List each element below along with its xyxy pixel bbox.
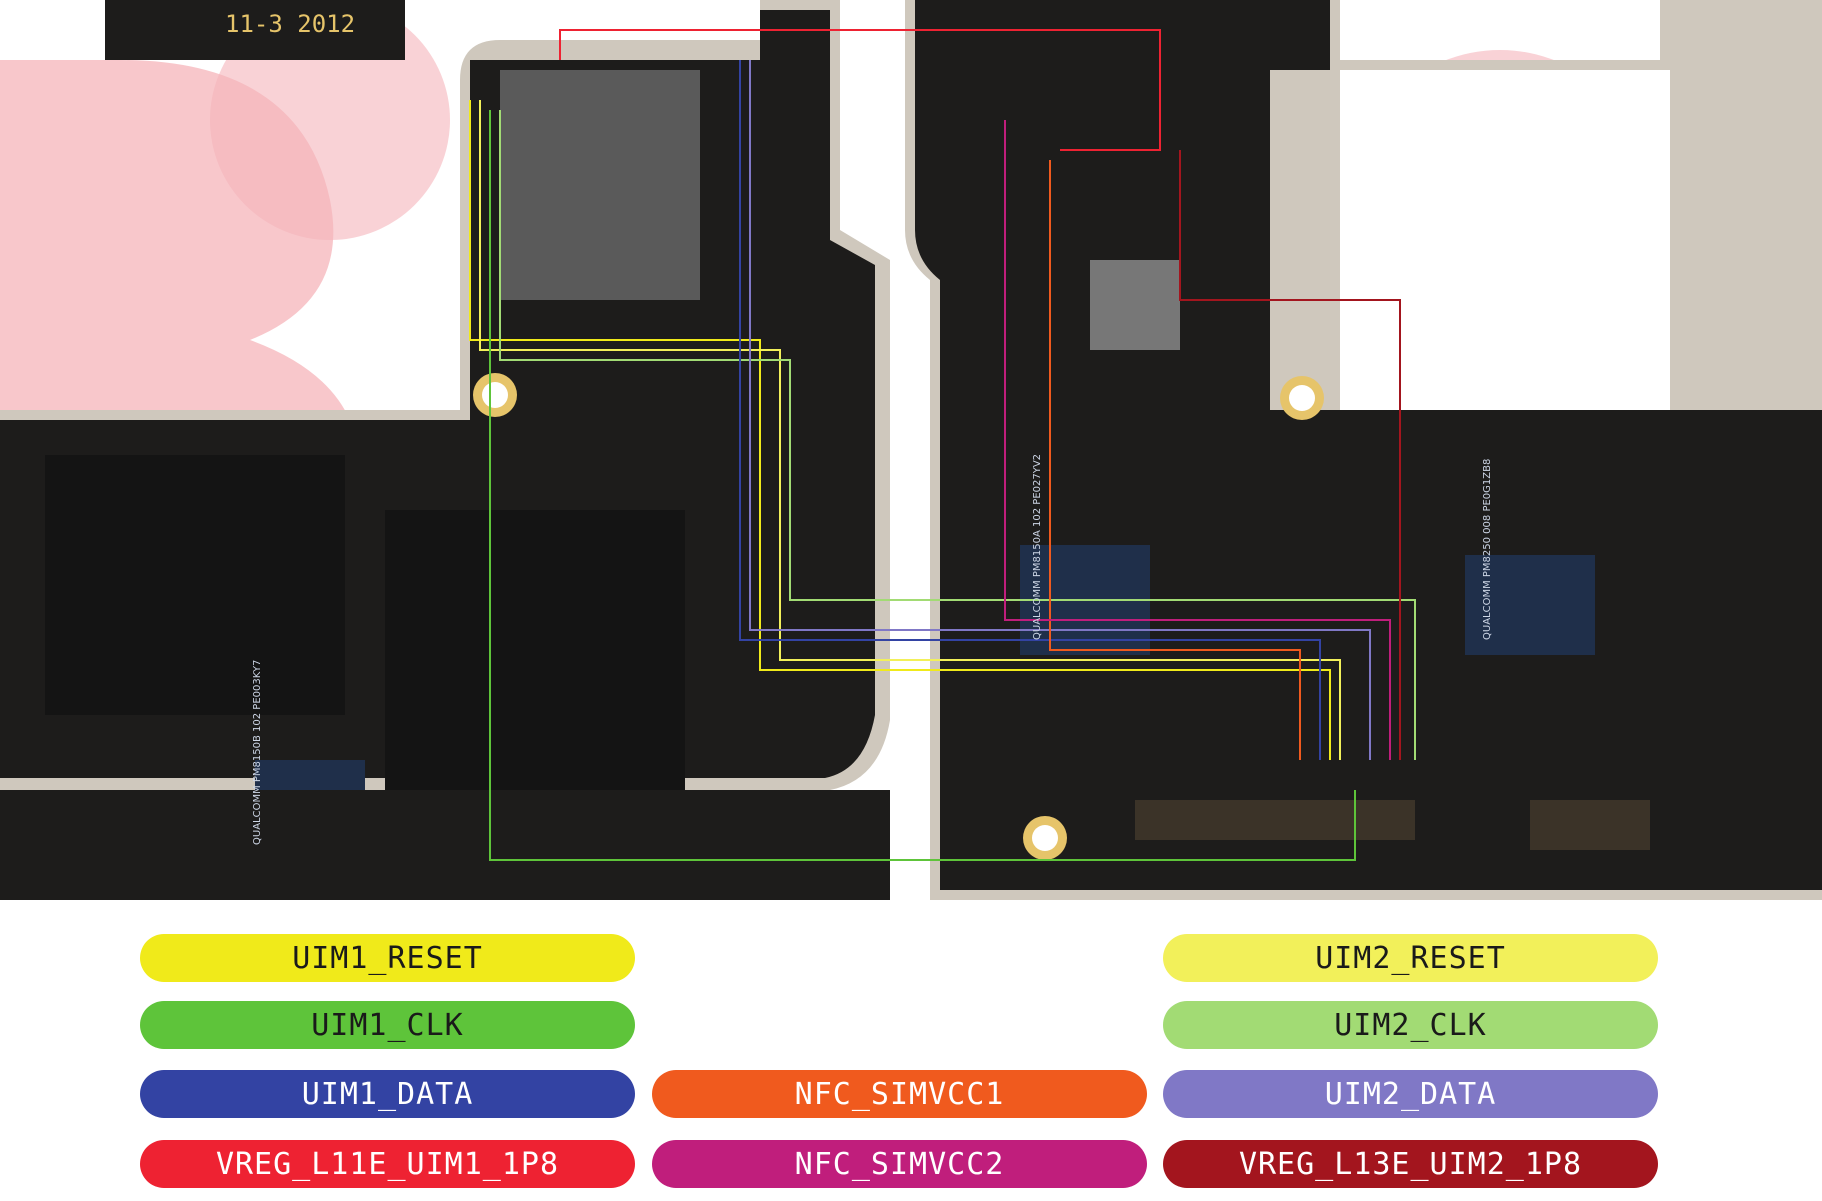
legend-label: UIM2_RESET: [1315, 940, 1506, 976]
legend-uim1-data: UIM1_DATA: [140, 1070, 635, 1118]
legend-uim2-data: UIM2_DATA: [1163, 1070, 1658, 1118]
legend-nfc-simvcc2: NFC_SIMVCC2: [652, 1140, 1147, 1188]
right-board: [905, 0, 1822, 900]
legend-label: VREG_L11E_UIM1_1P8: [215, 1146, 560, 1182]
chip-label-pm8150b: QUALCOMM PM8150B 102 PE003KY7: [252, 660, 263, 845]
legend-uim2-reset: UIM2_RESET: [1163, 934, 1658, 982]
legend-vreg-l11e-uim1: VREG_L11E_UIM1_1P8: [140, 1140, 635, 1188]
signal-legend: UIM1_RESET UIM2_RESET UIM1_CLK UIM2_CLK …: [0, 900, 1822, 1201]
left-board: 11-3 2012: [0, 0, 890, 900]
legend-label: NFC_SIMVCC1: [794, 1076, 1005, 1112]
legend-uim1-reset: UIM1_RESET: [140, 934, 635, 982]
legend-label: UIM1_DATA: [301, 1076, 474, 1112]
legend-uim1-clk: UIM1_CLK: [140, 1001, 635, 1049]
chip-label-pm8250: QUALCOMM PM8250 008 PE0G1ZB8: [1482, 459, 1493, 640]
legend-label: VREG_L13E_UIM2_1P8: [1238, 1146, 1583, 1182]
chip-label-pm8150a: QUALCOMM PM8150A 102 PE027YV2: [1032, 454, 1043, 640]
legend-label: UIM1_RESET: [292, 940, 483, 976]
legend-label: UIM2_CLK: [1334, 1007, 1487, 1043]
board-marking: 11-3 2012: [225, 10, 355, 38]
legend-label: UIM2_DATA: [1324, 1076, 1497, 1112]
signal-traces: [469, 29, 1416, 861]
legend-nfc-simvcc1: NFC_SIMVCC1: [652, 1070, 1147, 1118]
legend-vreg-l13e-uim2: VREG_L13E_UIM2_1P8: [1163, 1140, 1658, 1188]
legend-uim2-clk: UIM2_CLK: [1163, 1001, 1658, 1049]
legend-label: NFC_SIMVCC2: [794, 1146, 1005, 1182]
legend-label: UIM1_CLK: [311, 1007, 464, 1043]
pcb-board-photo: 11-3 2012 QUALCOMM PM8150B 102 PE003KY7 …: [0, 0, 1822, 900]
